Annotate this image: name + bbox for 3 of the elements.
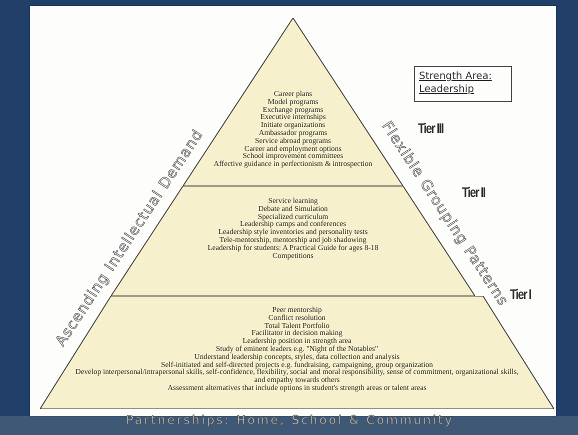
footer-label: Partnerships: Home, School & Community <box>126 413 454 427</box>
tier-label: Tier I <box>510 286 531 302</box>
title-box: Strength Area: Leadership <box>414 66 512 102</box>
